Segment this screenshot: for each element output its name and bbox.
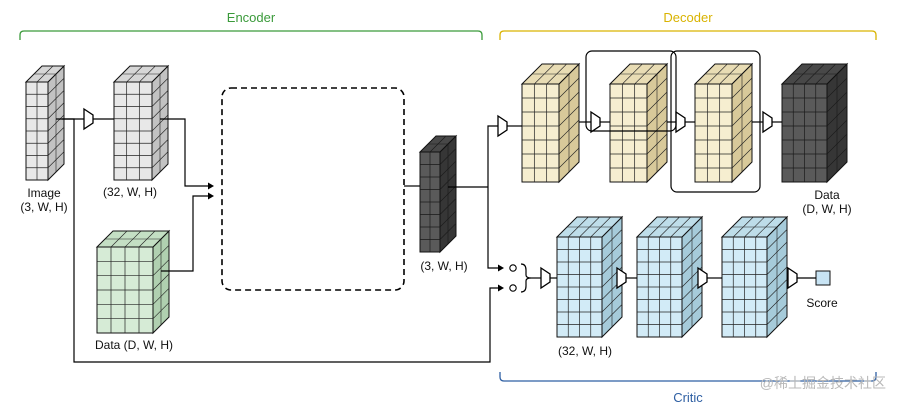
data-input-label: Data (D, W, H) [95,338,173,352]
data-input-tensor [95,229,171,335]
concat-bracket [520,263,532,293]
conv-critic-2 [616,266,627,290]
decoded-data-tensor [780,62,849,184]
feature-to-core [160,118,208,187]
tensor-blocks [24,62,849,339]
critic-image-arrow [498,284,504,292]
connections [56,107,831,363]
encoder-core-box [221,87,405,291]
latent-tensor [418,134,458,254]
feature-arrow [208,182,214,190]
critic-tensor-3 [720,215,789,339]
latent-to-critic [487,187,502,269]
critic-title: Critic [673,390,703,405]
decoded-data-label: Data [814,188,840,202]
conv-feature-tensor [112,64,170,182]
score-node [815,270,831,286]
conv-dec-1 [497,114,508,138]
critic-shape-label: (32, W, H) [558,344,612,358]
concat-node-2 [509,284,517,292]
decoded-shape-label: (D, W, H) [802,202,851,216]
conv-dec-3 [675,110,686,134]
encoder-bracket [19,30,483,40]
critic-bracket [499,372,877,382]
conv-dec-4 [762,110,773,134]
conv-dec-2 [590,110,601,134]
watermark: @稀土掘金技术社区 [760,375,886,391]
data-arrow [208,192,214,200]
score-label: Score [806,296,838,310]
encoder-title: Encoder [227,10,276,25]
decoder-bracket [499,30,877,40]
conv-critic-4 [787,266,798,290]
decoder-skip-box-1 [585,50,677,132]
decoder-tensor-3 [693,62,754,184]
data-to-core [161,195,208,272]
critic-tensor-1 [555,215,624,339]
conv-op-1 [83,107,94,131]
decoder-tensor-1 [520,62,581,184]
latent-to-decoder [487,125,498,187]
image-label: Image [27,186,61,200]
conv-critic-3 [697,266,708,290]
conv-shape-label: (32, W, H) [103,185,157,199]
image-shape-label: (3, W, H) [20,200,67,214]
image-skip-path [62,118,502,363]
decoder-title: Decoder [663,10,713,25]
decoder-skip-box-2 [670,50,761,193]
critic-tensor-2 [635,215,704,339]
critic-latent-arrow [498,264,504,272]
decoder-tensor-2 [608,62,669,184]
concat-node-1 [509,264,517,272]
conv-critic-1 [540,266,551,290]
latent-shape-label: (3, W, H) [420,259,467,273]
image-tensor [24,64,66,182]
